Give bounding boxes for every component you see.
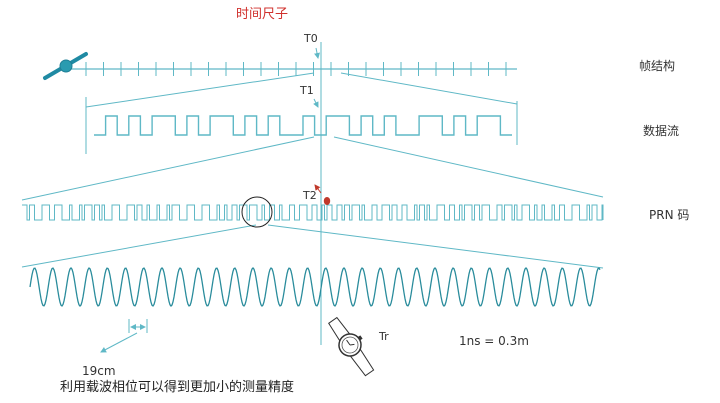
frame-structure-row	[62, 62, 517, 76]
carrier-wave	[29, 267, 601, 307]
zoom-guide-left-2	[21, 136, 315, 201]
resolution-note: 1ns = 0.3m	[459, 334, 529, 348]
wristwatch-icon	[328, 316, 375, 377]
tr-label: Tr	[379, 330, 389, 343]
t2-arrow	[314, 184, 322, 194]
prn-code-label: PRN 码	[649, 208, 690, 222]
data-stream-label: 数据流	[643, 124, 680, 138]
diagram-title: 时间尺子	[236, 7, 289, 22]
t1-label: T1	[300, 84, 314, 97]
t0-label: T0	[304, 32, 318, 45]
data-stream-wave	[94, 115, 512, 136]
zoom-guide-right-1	[340, 72, 518, 105]
zoom-guide-right-2	[333, 136, 604, 198]
t2-label: T2	[303, 189, 317, 202]
prn-code-wave	[22, 204, 604, 221]
zoom-guide-left-3	[21, 224, 257, 268]
t0-arrow	[314, 47, 320, 59]
satellite-icon	[43, 52, 88, 80]
zoom-guide-right-3	[267, 224, 604, 269]
wavelength-indicator	[100, 319, 148, 353]
frame-structure-label: 帧结构	[639, 59, 676, 73]
zoom-guide-left-1	[85, 72, 315, 108]
wavelength-label: 19cm	[82, 364, 116, 378]
caption: 利用载波相位可以得到更加小的测量精度	[60, 380, 295, 395]
frame-ticks	[85, 62, 507, 76]
t1-arrow	[313, 98, 319, 108]
t2-marker-dot	[323, 197, 331, 205]
zoom-circle	[241, 196, 273, 228]
